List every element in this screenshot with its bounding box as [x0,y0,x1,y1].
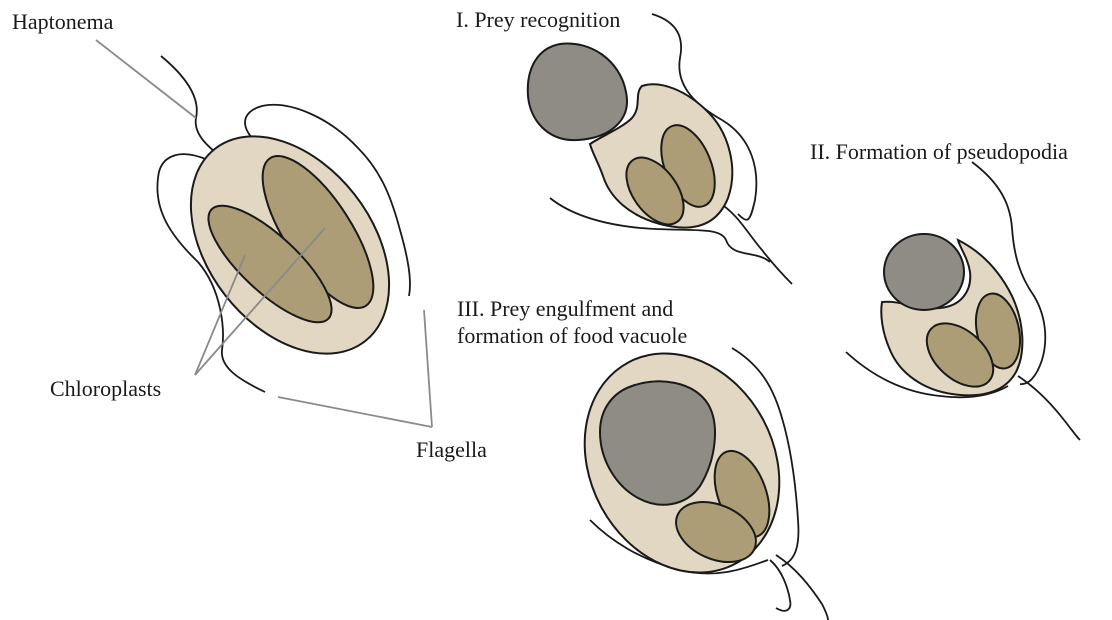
main-cell [96,40,432,427]
stage-1-label: I. Prey recognition [456,7,620,33]
flagella-leader-2 [424,310,432,427]
stage-3-flagellum-tail-a [770,560,790,611]
stage-3-engulfment [547,319,828,620]
stage-2-prey [884,234,964,310]
stage-3-label: III. Prey engulfment and formation of fo… [457,295,687,349]
stage-3-label-line-2: formation of food vacuole [457,322,687,349]
stage-3-label-line-1: III. Prey engulfment and [457,295,687,322]
haptonema-leader [96,40,196,118]
stage-2-flagellum-tail [1018,376,1080,440]
flagella-label: Flagella [416,437,487,463]
stage-1-prey [528,43,627,140]
chloroplasts-label: Chloroplasts [50,376,161,402]
haptonema-label: Haptonema [12,9,113,35]
stage-1-flagellum-tail [718,202,792,284]
haptonema-strand [161,56,222,158]
flagella-leader-1 [278,397,432,427]
stage-2-label: II. Formation of pseudopodia [810,139,1068,165]
stage-1-prey-recognition [528,14,792,284]
stage-2-pseudopodia [846,162,1080,440]
